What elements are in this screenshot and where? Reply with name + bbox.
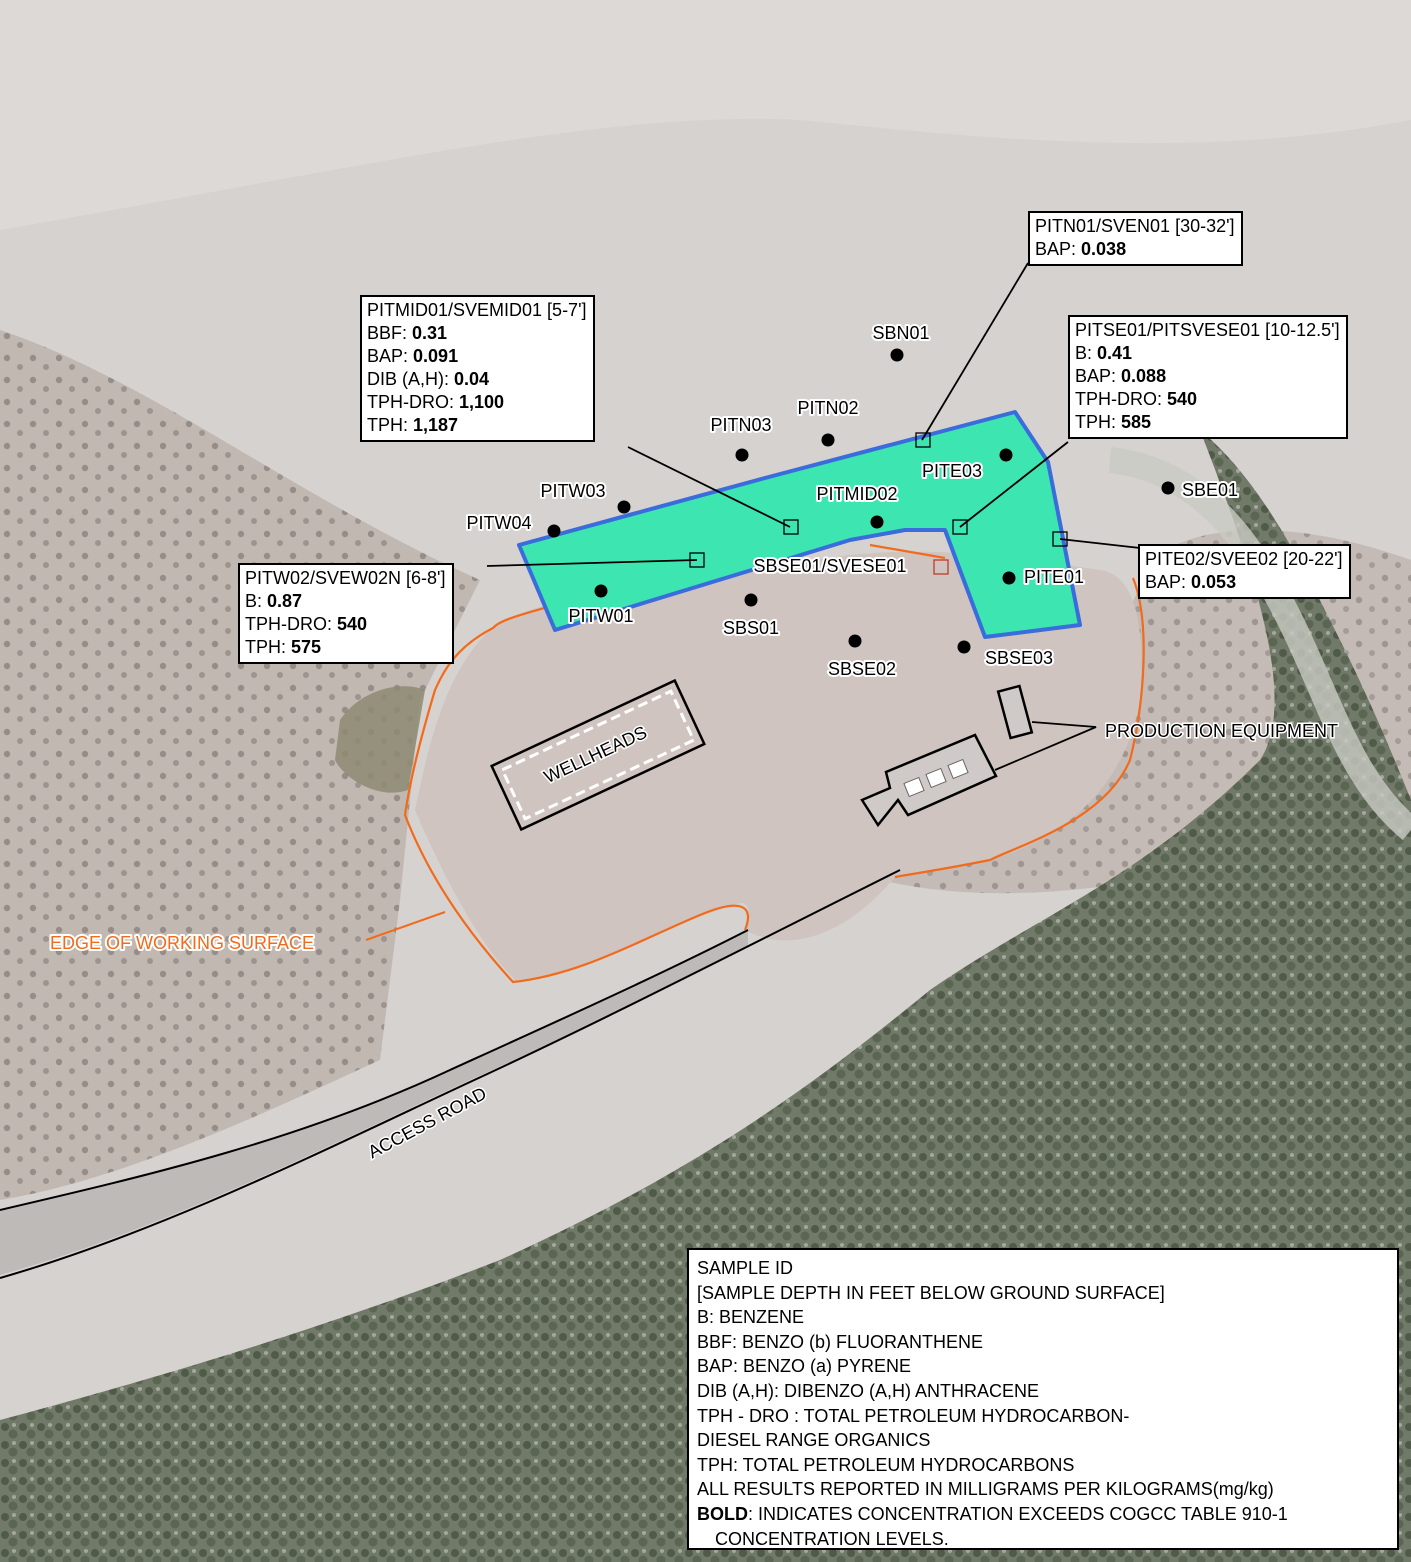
leader-pitse01 <box>959 441 1069 528</box>
legend-line: BAP: BENZO (a) PYRENE <box>697 1356 912 1377</box>
legend-line: SAMPLE ID <box>697 1258 794 1278</box>
leader-pitmid01 <box>627 446 791 528</box>
sample-point-dot[interactable] <box>1002 571 1016 585</box>
legend-bold-note-cont: CONCENTRATION LEVELS. <box>715 1528 949 1549</box>
sample-point-dot[interactable] <box>957 640 971 654</box>
sample-square-pitse01[interactable] <box>952 519 968 535</box>
leader-pitw02 <box>486 559 698 567</box>
sample-point-dot[interactable] <box>890 348 904 362</box>
tank-row <box>903 758 969 798</box>
edge-of-working-surface <box>403 543 1145 984</box>
sample-point-label: SBN01 <box>872 323 929 343</box>
production-equipment-leader <box>994 721 1097 771</box>
legend-line: TPH - DRO : TOTAL PETROLEUM HYDROCARBON- <box>697 1405 1130 1426</box>
legend-bold-note: BOLD: INDICATES CONCENTRATION EXCEEDS CO… <box>697 1503 1288 1524</box>
callout-pitmid01-row: TPH: 1,187 <box>367 415 459 435</box>
legend-line: DIESEL RANGE ORGANICS <box>697 1430 931 1451</box>
sample-point-label: PITMID02 <box>816 484 897 504</box>
sample-point-label: SBS01 <box>723 618 779 638</box>
callout-pite02: PITE02/SVEE02 [20-22'] BAP: 0.053 <box>1138 544 1351 599</box>
leader-pitn01 <box>921 262 1029 441</box>
callout-pitw02-row: B: 0.87 <box>245 591 303 611</box>
sample-point-label: PITN02 <box>797 398 858 418</box>
production-equipment-separator <box>996 684 1034 740</box>
callout-pitn01-title: PITN01/SVEN01 [30-32'] <box>1035 216 1235 236</box>
legend-line: B: BENZENE <box>697 1307 805 1328</box>
sample-point-dot[interactable] <box>999 448 1013 462</box>
access-road <box>0 930 748 1275</box>
wellheads-structure <box>490 678 706 832</box>
sample-point-dot[interactable] <box>735 448 749 462</box>
sample-point-label: SBSE01/SVESE01 <box>753 556 906 576</box>
callout-pitw02-row: TPH: 575 <box>245 637 322 657</box>
sample-point-dot[interactable] <box>870 515 884 529</box>
access-road-edge-north <box>0 929 749 1211</box>
sample-point-label: PITE01 <box>1024 567 1084 587</box>
callout-pitmid01-row: DIB (A,H): 0.04 <box>367 369 490 389</box>
production-equipment-label: PRODUCTION EQUIPMENT <box>1105 721 1338 741</box>
sample-point-label: SBSE03 <box>985 648 1053 668</box>
legend-line: [SAMPLE DEPTH IN FEET BELOW GROUND SURFA… <box>697 1282 1165 1303</box>
callout-pitse01-row: TPH: 585 <box>1075 412 1152 432</box>
map-legend: SAMPLE ID [SAMPLE DEPTH IN FEET BELOW GR… <box>687 1248 1399 1550</box>
sample-square-pite02[interactable] <box>1052 531 1068 547</box>
callout-pitse01-row: B: 0.41 <box>1075 343 1133 363</box>
callout-pitw02-title: PITW02/SVEW02N [6-8'] <box>245 568 446 588</box>
access-road-edge-south <box>0 869 901 1279</box>
leader-pite02 <box>1059 538 1141 549</box>
sample-point-dot[interactable] <box>594 584 608 598</box>
legend-line: ALL RESULTS REPORTED IN MILLIGRAMS PER K… <box>697 1479 1274 1500</box>
sample-point-dot[interactable] <box>744 593 758 607</box>
callout-pitmid01-row: TPH-DRO: 1,100 <box>367 392 505 412</box>
legend-line: BBF: BENZO (b) FLUORANTHENE <box>697 1331 984 1352</box>
callout-pitw02-row: TPH-DRO: 540 <box>245 614 368 634</box>
sample-point-label: SBSE02 <box>828 659 896 679</box>
sample-square-pitn01[interactable] <box>915 432 931 448</box>
sample-point-dot[interactable] <box>617 500 631 514</box>
hillside-upper <box>0 0 1411 230</box>
sample-point-label: PITW01 <box>568 606 633 626</box>
callout-pite02-title: PITE02/SVEE02 [20-22'] <box>1145 549 1343 569</box>
edge-label-leader <box>365 911 446 941</box>
callout-pitse01-row: TPH-DRO: 540 <box>1075 389 1198 409</box>
callout-pitmid01-row: BBF: 0.31 <box>367 323 448 343</box>
sample-point-label: SBE01 <box>1182 480 1238 500</box>
sample-square-pitw02[interactable] <box>689 552 705 568</box>
sample-point-dot[interactable] <box>547 524 561 538</box>
callout-pitw02: PITW02/SVEW02N [6-8'] B: 0.87 TPH-DRO: 5… <box>238 563 454 664</box>
sample-point-label: PITW04 <box>466 513 531 533</box>
pond <box>335 686 425 793</box>
pit-area[interactable] <box>517 410 1082 639</box>
sample-point-label: PITW03 <box>540 481 605 501</box>
sample-point-dot[interactable] <box>1161 481 1175 495</box>
callout-pitmid01-title: PITMID01/SVEMID01 [5-7'] <box>367 300 587 320</box>
sample-point-label: PITN03 <box>710 415 771 435</box>
legend-line: TPH: TOTAL PETROLEUM HYDROCARBONS <box>697 1454 1075 1475</box>
callout-pitmid01-row: BAP: 0.091 <box>367 346 459 366</box>
shrub-slope <box>0 330 480 1200</box>
sample-point-dot[interactable] <box>848 634 862 648</box>
callout-pitse01-row: BAP: 0.088 <box>1075 366 1167 386</box>
sample-point-label: PITE03 <box>922 461 982 481</box>
river-channel <box>1108 447 1411 841</box>
callout-pitmid01: PITMID01/SVEMID01 [5-7'] BBF: 0.31 BAP: … <box>360 295 595 442</box>
callout-pitse01: PITSE01/PITSVESE01 [10-12.5'] B: 0.41 BA… <box>1068 315 1348 439</box>
sample-square-sbse01[interactable] <box>933 559 949 575</box>
working-surface-pad <box>415 551 1142 980</box>
edge-of-working-surface-label: EDGE OF WORKING SURFACE <box>50 933 314 953</box>
callout-pitn01: PITN01/SVEN01 [30-32'] BAP: 0.038 <box>1028 211 1243 266</box>
sample-point-dot[interactable] <box>821 433 835 447</box>
callout-pite02-row: BAP: 0.053 <box>1145 572 1237 592</box>
sample-square-pitmid01[interactable] <box>783 519 799 535</box>
callout-pitn01-row: BAP: 0.038 <box>1035 239 1127 259</box>
legend-line: DIB (A,H): DIBENZO (A,H) ANTHRACENE <box>697 1380 1040 1401</box>
callout-pitse01-title: PITSE01/PITSVESE01 [10-12.5'] <box>1075 320 1340 340</box>
